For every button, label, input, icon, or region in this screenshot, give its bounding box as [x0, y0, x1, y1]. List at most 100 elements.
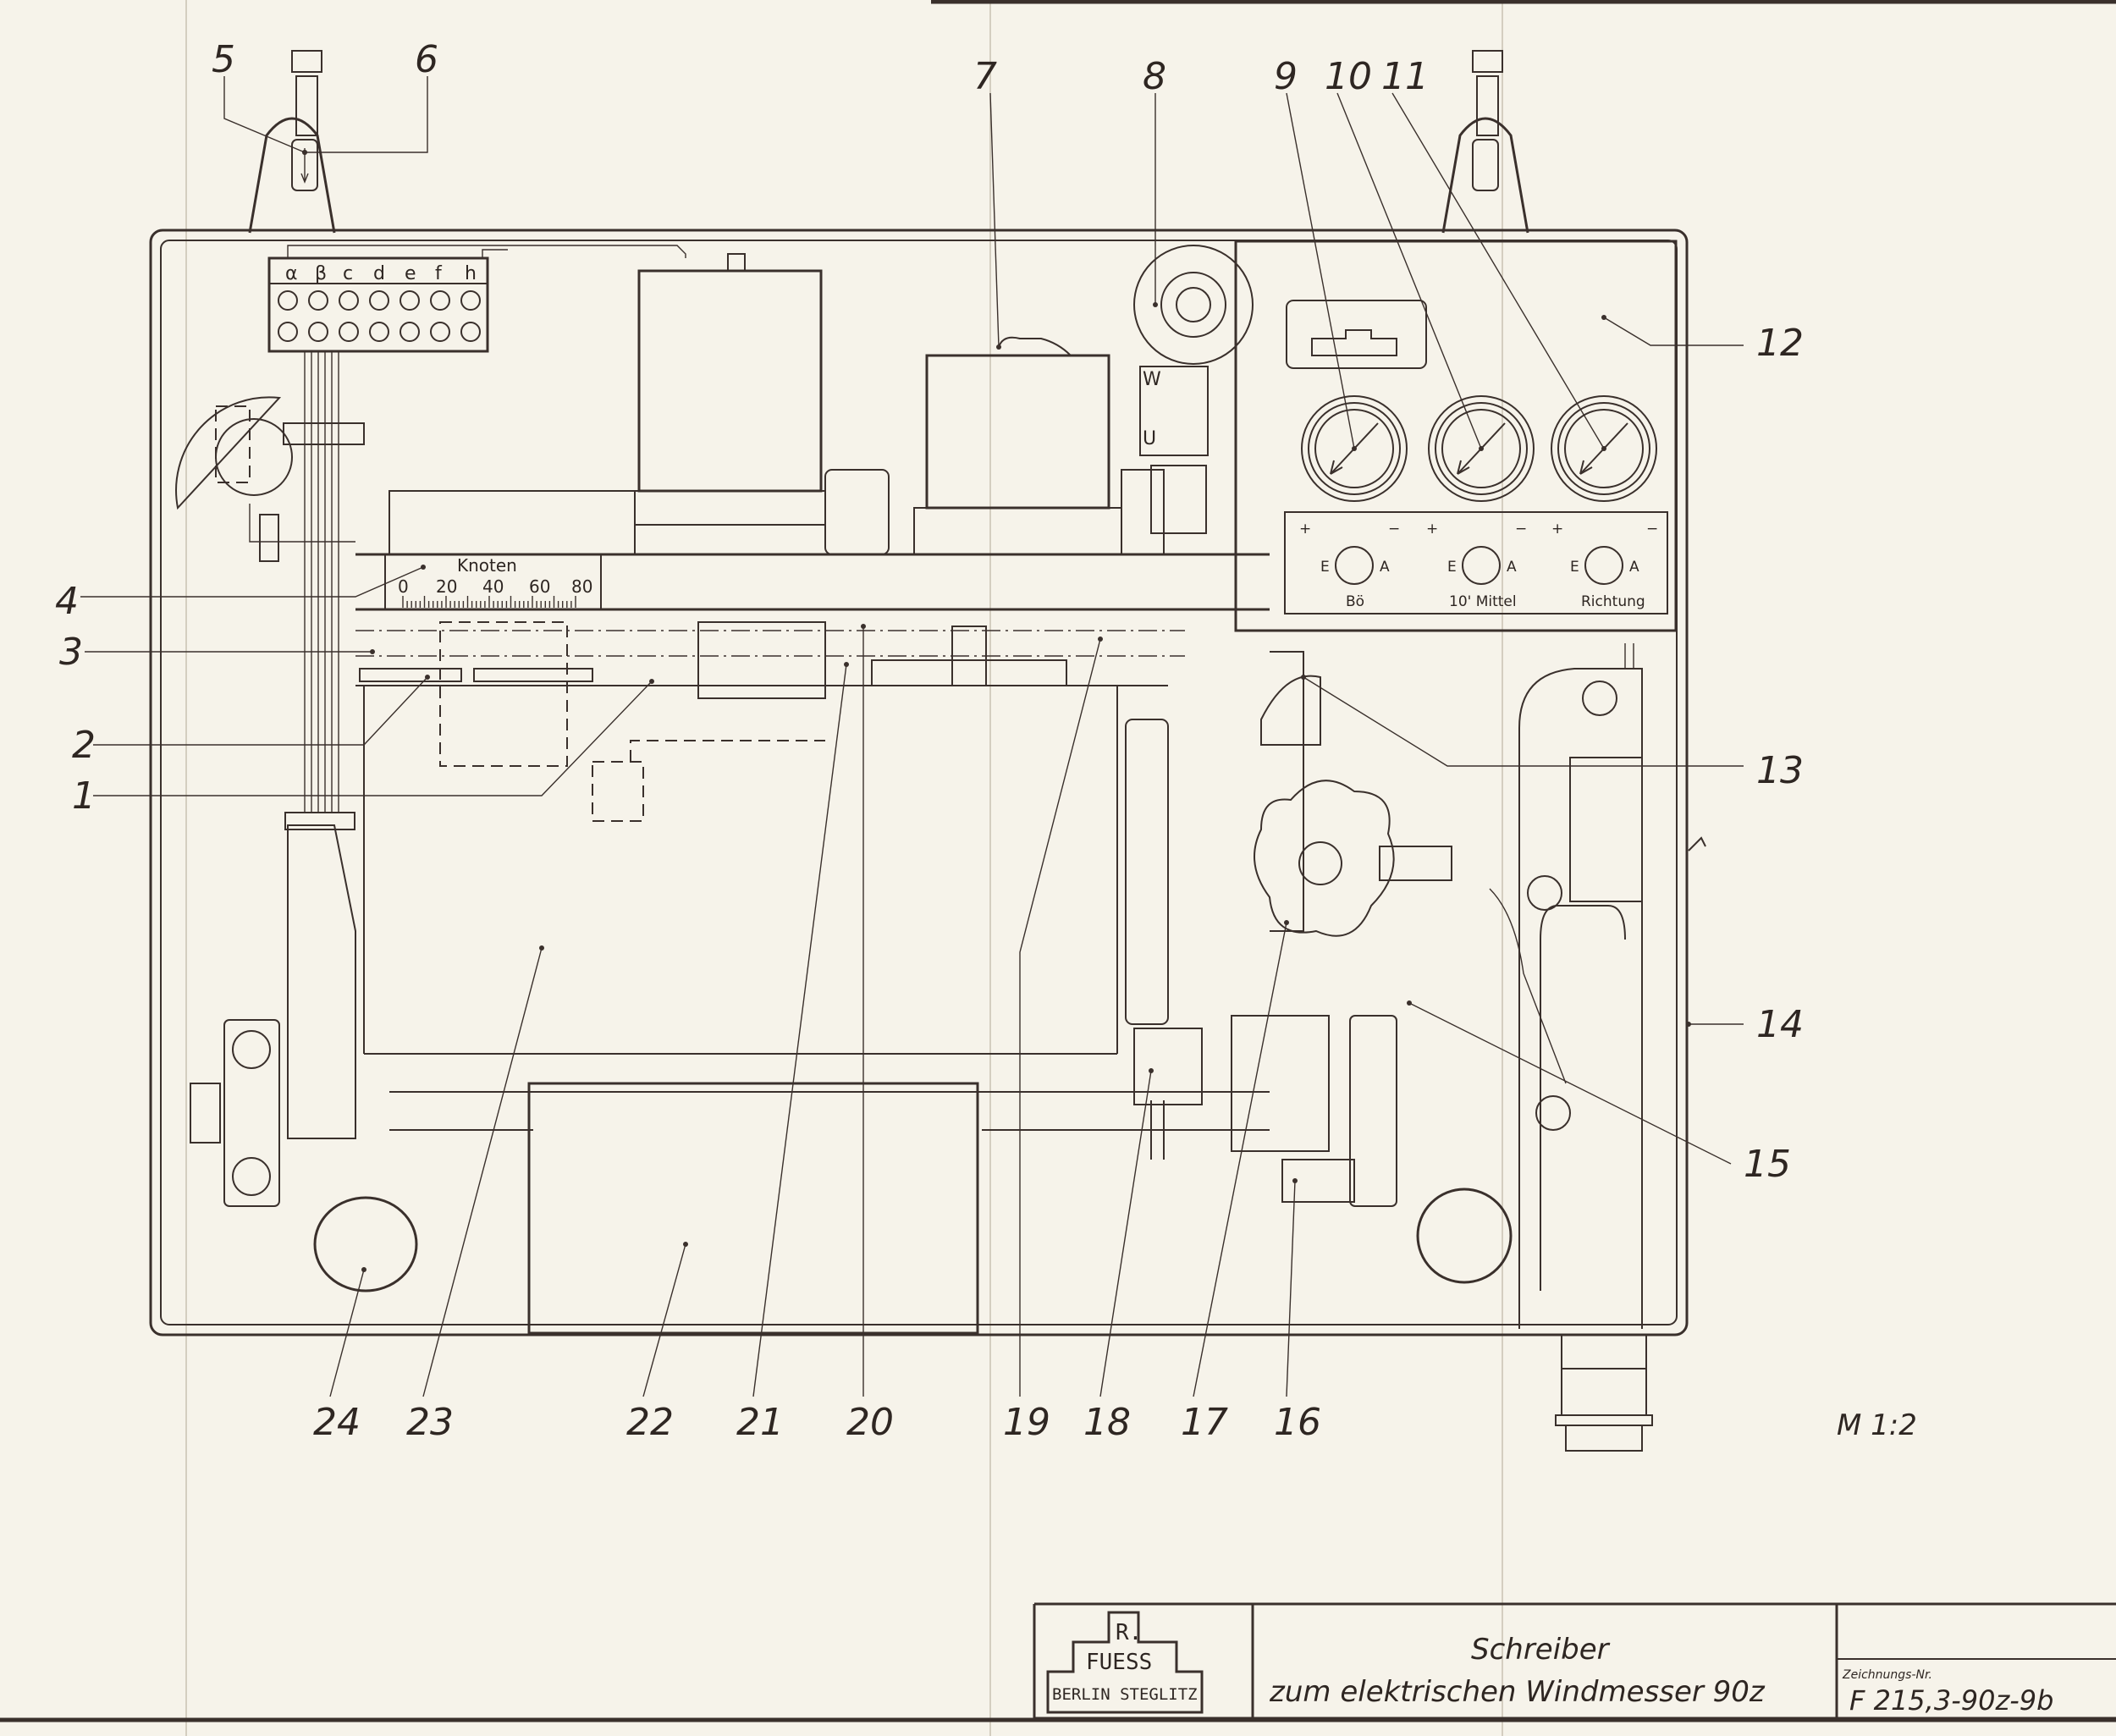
- svg-text:R.: R.: [1116, 1620, 1142, 1645]
- screw-icon: [369, 322, 389, 342]
- leader-dot: [425, 675, 430, 680]
- svg-text:A: A: [1629, 559, 1639, 576]
- left-bracket: [190, 824, 356, 1207]
- leader-dot: [861, 624, 866, 629]
- callout-9: 9: [1274, 55, 1298, 98]
- gauge-arrow-icon: [1579, 460, 1593, 475]
- gauge-face: [1564, 409, 1644, 488]
- leader-dot: [539, 945, 544, 951]
- speed-tick-20: 20: [436, 576, 457, 597]
- speed-scale-title: Knoten: [457, 555, 517, 576]
- callout-6: 6: [415, 38, 438, 81]
- leader-dot: [683, 1242, 688, 1247]
- leader-line: [223, 76, 306, 153]
- leader-dot: [1686, 1022, 1691, 1027]
- callout-10: 10: [1325, 55, 1372, 98]
- leader-dot: [361, 1267, 366, 1272]
- drawing-subtitle: zum elektrischen Windmesser 90z: [1269, 1675, 1766, 1709]
- leader-dot: [1407, 1000, 1412, 1006]
- callout-15: 15: [1744, 1143, 1791, 1186]
- drawing-scale: M 1:2: [1837, 1408, 1917, 1442]
- callout-21: 21: [736, 1401, 784, 1444]
- callout-20: 20: [846, 1401, 894, 1444]
- leader-dot: [370, 649, 375, 654]
- sensor-disc: [175, 396, 355, 562]
- wire-bundle: [283, 245, 686, 830]
- terminal-label-f: f: [435, 263, 443, 284]
- leader-dot: [996, 344, 1001, 350]
- speed-tick-60: 60: [529, 576, 550, 597]
- mounting-lug-right: [1441, 50, 1529, 234]
- opening-left: [313, 1196, 418, 1292]
- svg-text:−: −: [1388, 521, 1400, 537]
- leader-dot: [1301, 675, 1306, 680]
- leader-lines: [80, 76, 1744, 1397]
- manufacturer-logo: R. FUESS BERLIN STEGLITZ: [1046, 1611, 1204, 1714]
- screw-icon: [278, 322, 298, 342]
- speed-tick-40: 40: [482, 576, 504, 597]
- screw-icon: [400, 290, 420, 311]
- callout-14: 14: [1756, 1003, 1804, 1046]
- leader-dot: [1601, 446, 1606, 451]
- gauge-arrow-icon: [1330, 460, 1343, 475]
- svg-text:−: −: [1646, 521, 1658, 537]
- leader-line: [93, 676, 428, 746]
- terminal-label-beta: β: [315, 263, 327, 284]
- terminal-label-d: d: [373, 263, 385, 284]
- svg-text:−: −: [1515, 521, 1527, 537]
- svg-text:+: +: [1551, 521, 1563, 537]
- screw-icon: [278, 290, 298, 311]
- opening-right: [1416, 1188, 1513, 1284]
- leader-line: [329, 1269, 365, 1397]
- gauge-ring: [1428, 395, 1535, 502]
- terminal-label-u: U: [1143, 428, 1156, 449]
- callout-22: 22: [626, 1401, 674, 1444]
- knob-assembly: [1125, 651, 1567, 1207]
- leader-line: [305, 76, 428, 153]
- callout-18: 18: [1083, 1401, 1131, 1444]
- chart-paper-area: [363, 686, 1118, 1055]
- leader-line: [1603, 317, 1744, 346]
- switch-10-mittel[interactable]: + − E A 10' Mittel: [1426, 521, 1527, 610]
- switch-boe[interactable]: + − E A Bö: [1299, 521, 1400, 610]
- switch-richtung[interactable]: + − E A Richtung: [1551, 521, 1658, 610]
- pin: [1688, 836, 1706, 851]
- svg-text:A: A: [1380, 559, 1390, 576]
- svg-text:FUESS: FUESS: [1086, 1650, 1152, 1675]
- leader-dot: [1149, 1068, 1154, 1073]
- leader-line: [989, 92, 1000, 348]
- cable-gland: [1555, 1334, 1653, 1452]
- leader-line: [80, 566, 424, 598]
- terminal-label-h: h: [465, 263, 477, 284]
- callout-11: 11: [1381, 55, 1429, 98]
- chart-roll-box: [527, 1082, 979, 1335]
- motor-left: [388, 253, 890, 555]
- svg-text:E: E: [1320, 559, 1330, 576]
- instrument-plate: [1234, 240, 1678, 632]
- gauge-ring: [1557, 402, 1650, 495]
- gauge-ring: [1551, 395, 1657, 502]
- screw-icon: [400, 322, 420, 342]
- motor-right: [913, 336, 1165, 555]
- callout-23: 23: [406, 1401, 454, 1444]
- callout-3: 3: [59, 631, 83, 674]
- gauge-arrow-icon: [1457, 460, 1470, 475]
- svg-text:+: +: [1426, 521, 1438, 537]
- screw-icon: [308, 290, 328, 311]
- leader-dot: [302, 150, 307, 155]
- callout-2: 2: [72, 724, 96, 767]
- leader-line: [1193, 922, 1287, 1397]
- leader-dot: [1098, 637, 1103, 642]
- svg-text:E: E: [1447, 559, 1457, 576]
- leader-line: [1019, 638, 1101, 1397]
- callout-4: 4: [55, 580, 79, 623]
- screw-icon: [430, 290, 450, 311]
- housing-outer: [149, 229, 1689, 1336]
- leader-line: [752, 664, 847, 1397]
- terminal-label-alpha: α: [285, 263, 298, 284]
- callout-17: 17: [1181, 1401, 1228, 1444]
- speed-scale: Knoten 0 20 40 60 80: [384, 554, 602, 610]
- callout-7: 7: [973, 55, 997, 98]
- terminal-strip: α β c d e f h: [267, 256, 489, 353]
